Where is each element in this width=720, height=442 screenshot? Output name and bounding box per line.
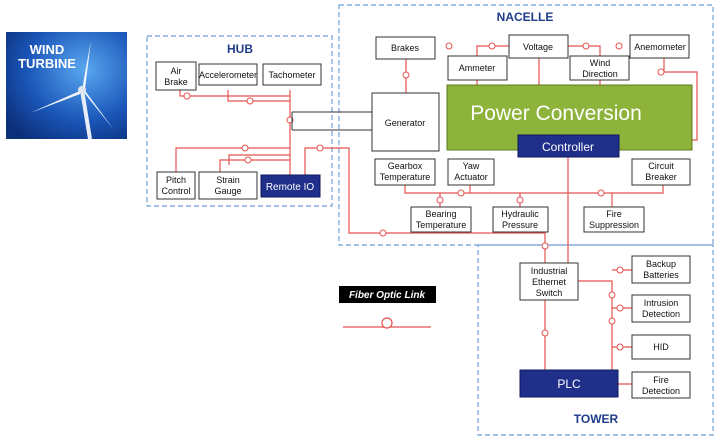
intrusion-detection-box: Intrusion Detection: [631, 294, 691, 323]
backup-batteries-label-line2: Batteries: [643, 270, 679, 280]
tower-zone-label: TOWER: [574, 412, 619, 426]
pitch-control-label-line2: Control: [161, 186, 190, 196]
fire-suppression-label-line2: Suppression: [589, 220, 639, 230]
hub-zone-border: [146, 35, 333, 207]
circuit-breaker-box: Circuit Breaker: [631, 158, 691, 186]
circuit-breaker-label-line2: Breaker: [645, 172, 677, 182]
brakes-box: Brakes: [375, 36, 436, 60]
plc-block: PLC: [519, 369, 619, 398]
switch-label-line1: Industrial: [531, 266, 568, 276]
strain-gauge-label-line2: Gauge: [214, 186, 241, 196]
pitch-control-box: Pitch Control: [156, 171, 196, 200]
intrusion-detection-label-line2: Detection: [642, 309, 680, 319]
backup-batteries-box: Backup Batteries: [631, 255, 691, 284]
air-brake-label-line1: Air: [171, 66, 182, 76]
yaw-actuator-box: Yaw Actuator: [447, 158, 495, 186]
brakes-label: Brakes: [391, 43, 420, 53]
wind-direction-box: Wind Direction: [569, 55, 630, 81]
gearbox-temperature-label-line2: Temperature: [380, 172, 431, 182]
hid-label: HID: [653, 342, 669, 352]
hydraulic-pressure-label-line2: Pressure: [502, 220, 538, 230]
controller-block: Controller: [517, 134, 620, 158]
remote-io-label: Remote IO: [266, 182, 315, 193]
switch-label-line2: Ethernet: [532, 277, 567, 287]
controller-label: Controller: [542, 140, 594, 154]
nacelle-zone-label: NACELLE: [497, 10, 554, 24]
yaw-actuator-label-line2: Actuator: [454, 172, 488, 182]
switch-label-line3: Switch: [536, 288, 563, 298]
generator-shaft: [291, 111, 372, 131]
wind-turbine-logo: WIND TURBINE: [6, 32, 127, 140]
tachometer-box: Tachometer: [262, 63, 322, 86]
anemometer-box: Anemometer: [629, 34, 690, 59]
legend: Fiber Optic Link: [339, 286, 436, 329]
wind-direction-label-line2: Direction: [582, 69, 618, 79]
accelerometer-label: Accelerometer: [199, 70, 257, 80]
gearbox-temperature-box: Gearbox Temperature: [374, 158, 436, 186]
air-brake-label-line2: Brake: [164, 77, 188, 87]
tachometer-label: Tachometer: [268, 70, 315, 80]
ammeter-label: Ammeter: [459, 63, 496, 73]
accelerometer-box: Accelerometer: [198, 63, 258, 86]
legend-title-background: [339, 286, 436, 303]
air-brake-box: Air Brake: [155, 61, 197, 91]
bearing-temperature-box: Bearing Temperature: [410, 206, 472, 233]
fire-detection-label-line1: Fire: [653, 375, 669, 385]
hydraulic-pressure-label-line1: Hydraulic: [501, 209, 539, 219]
hub-zone-label: HUB: [227, 42, 253, 56]
intrusion-detection-label-line1: Intrusion: [644, 298, 679, 308]
fire-suppression-box: Fire Suppression: [583, 206, 645, 233]
hid-box: HID: [631, 334, 691, 360]
anemometer-label: Anemometer: [634, 42, 686, 52]
fire-detection-box: Fire Detection: [631, 371, 691, 399]
voltage-box: Voltage: [508, 34, 569, 59]
logo-title-line1: WIND: [30, 42, 65, 57]
tower-zone-border: [477, 244, 714, 436]
yaw-actuator-label-line1: Yaw: [463, 161, 480, 171]
backup-batteries-label-line1: Backup: [646, 259, 676, 269]
generator-block: Generator: [371, 92, 440, 152]
industrial-ethernet-switch-box: Industrial Ethernet Switch: [519, 262, 579, 301]
voltage-label: Voltage: [523, 42, 553, 52]
turbine-icon: [30, 40, 114, 140]
remote-io-block: Remote IO: [260, 174, 321, 198]
legend-coil-icon: [381, 317, 393, 329]
wind-direction-label-line1: Wind: [590, 58, 611, 68]
pitch-control-label-line1: Pitch: [166, 175, 186, 185]
strain-gauge-label-line1: Strain: [216, 175, 240, 185]
logo-sky-background: [6, 32, 127, 139]
plc-label: PLC: [557, 377, 581, 391]
logo-title-line2: TURBINE: [18, 56, 76, 71]
bearing-temperature-label-line1: Bearing: [425, 209, 456, 219]
generator-label: Generator: [385, 118, 426, 128]
gearbox-temperature-label-line1: Gearbox: [388, 161, 423, 171]
circuit-breaker-label-line1: Circuit: [648, 161, 674, 171]
fire-suppression-label-line1: Fire: [606, 209, 622, 219]
legend-title: Fiber Optic Link: [349, 290, 426, 301]
power-conversion-label: Power Conversion: [470, 102, 642, 125]
bearing-temperature-label-line2: Temperature: [416, 220, 467, 230]
fire-detection-label-line2: Detection: [642, 386, 680, 396]
strain-gauge-box: Strain Gauge: [198, 171, 258, 200]
ammeter-box: Ammeter: [447, 55, 508, 81]
hydraulic-pressure-box: Hydraulic Pressure: [492, 206, 549, 233]
